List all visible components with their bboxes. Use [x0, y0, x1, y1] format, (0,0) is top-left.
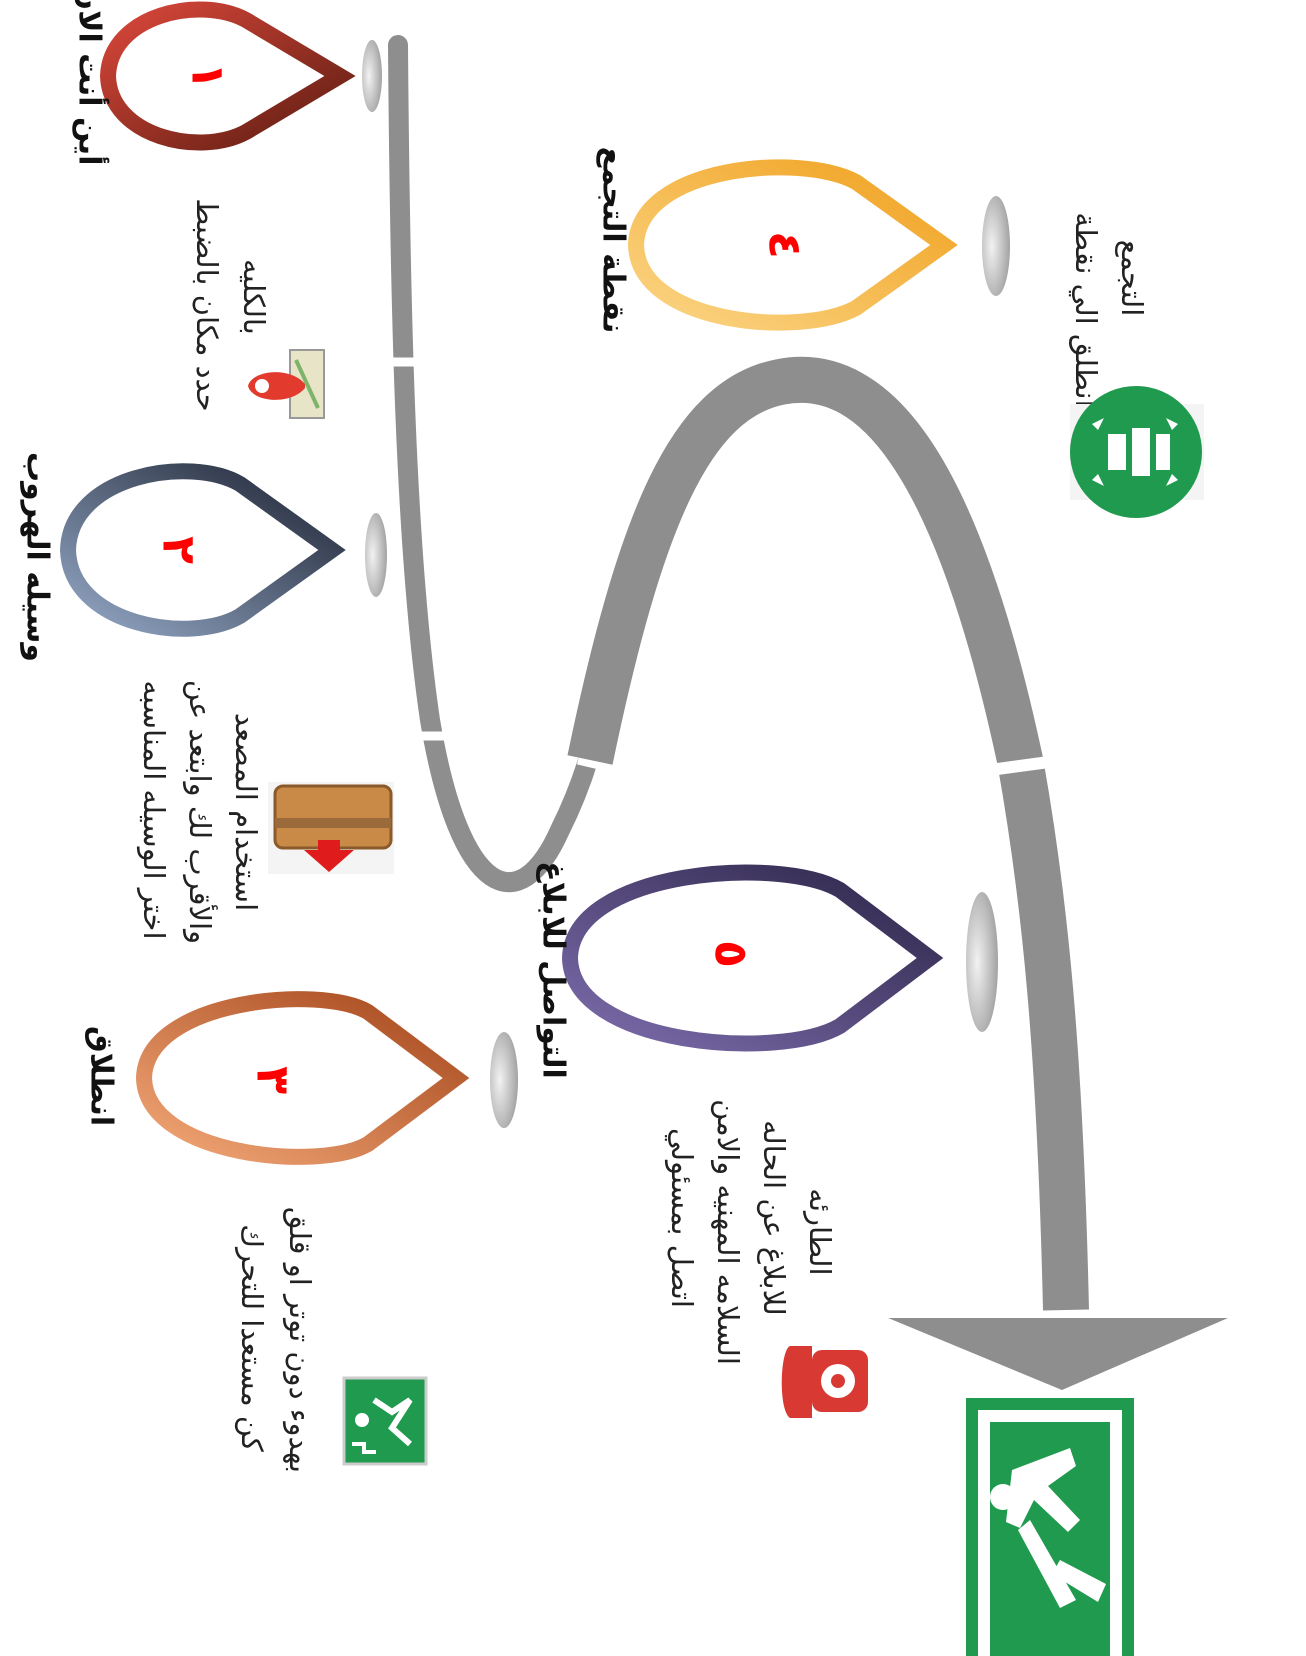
disc-4 — [982, 196, 1010, 296]
step-3-number: ٣ — [247, 1066, 301, 1094]
pins-and-labels: ١ أين أنت الان حدد مكان بالضبط بالكليه ٢… — [20, 0, 1204, 1473]
step-5: ٥ التواصل للابلاغ اتصل بمسئولي السلامه ا… — [536, 861, 998, 1418]
step-2-desc-line-2: والأقرب لك وابتعد عن — [183, 680, 219, 944]
map-pin-icon — [248, 349, 325, 419]
step-1-desc-line-1: حدد مكان بالضبط — [190, 198, 224, 411]
disc-1 — [362, 40, 382, 112]
step-4-desc-line-1: انطلق الي نقطة — [1068, 212, 1103, 407]
step-2-title: وسيله الهروب — [20, 452, 55, 662]
step-2-desc-line-3: استخدام المصعد — [229, 713, 263, 911]
pin-4 — [627, 159, 958, 331]
thin-path-gaps — [386, 357, 614, 773]
thin-path — [388, 35, 620, 893]
telephone-icon — [781, 1346, 868, 1418]
step-4: ٤ نقطة التجمع انطلق الي نقطة التجمع — [596, 147, 1204, 518]
step-2-number: ٢ — [153, 536, 207, 564]
pin-5 — [561, 864, 944, 1052]
step-5-desc-line-3: للابلاغ عن الحاله — [757, 1120, 791, 1315]
step-5-desc-line-2: السلامه المهنيه والامن — [711, 1099, 745, 1365]
step-2-desc-line-1: اختر الوسيله المناسبه — [137, 680, 171, 939]
pin-3 — [135, 991, 470, 1165]
step-3-title: انطلاق — [84, 1026, 119, 1126]
elevator-down-icon — [268, 782, 394, 874]
step-1-title: أين أنت الان — [72, 0, 110, 165]
step-4-desc-line-2: التجمع — [1115, 240, 1149, 317]
disc-3 — [490, 1032, 518, 1128]
emergency-stairs-icon — [342, 1376, 428, 1466]
step-1-desc-line-2: بالكليه — [237, 259, 271, 335]
step-5-desc-line-4: الطارئه — [803, 1188, 837, 1275]
thick-path-gap — [989, 754, 1065, 776]
step-1-number: ١ — [182, 62, 236, 90]
disc-5 — [966, 892, 998, 1032]
assembly-point-icon — [1070, 386, 1204, 518]
emergency-exit-icon — [990, 1448, 1106, 1608]
step-5-number: ٥ — [705, 940, 759, 968]
step-3: ٣ انطلاق كن مستعدا للتحرك بهدوء دون توتر… — [84, 991, 518, 1473]
step-2: ٢ وسيله الهروب اختر الوسيله المناسبه وال… — [20, 452, 394, 944]
step-3-desc-line-2: بهدوء دون توتر او قلق — [283, 1207, 317, 1473]
step-5-desc-line-1: اتصل بمسئولي — [664, 1128, 699, 1308]
pin-2 — [59, 463, 346, 637]
emergency-exit-sign — [966, 1398, 1134, 1656]
step-3-desc-line-1: كن مستعدا للتحرك — [235, 1224, 269, 1452]
step-1: ١ أين أنت الان حدد مكان بالضبط بالكليه — [72, 0, 382, 419]
step-4-number: ٤ — [759, 231, 813, 259]
step-4-title: نقطة التجمع — [596, 147, 631, 334]
pin-1 — [99, 1, 356, 151]
disc-2 — [365, 513, 387, 597]
thick-arch-path — [567, 356, 1089, 1311]
path-arrowhead — [888, 1318, 1228, 1390]
step-5-title: التواصل للابلاغ — [536, 861, 571, 1079]
